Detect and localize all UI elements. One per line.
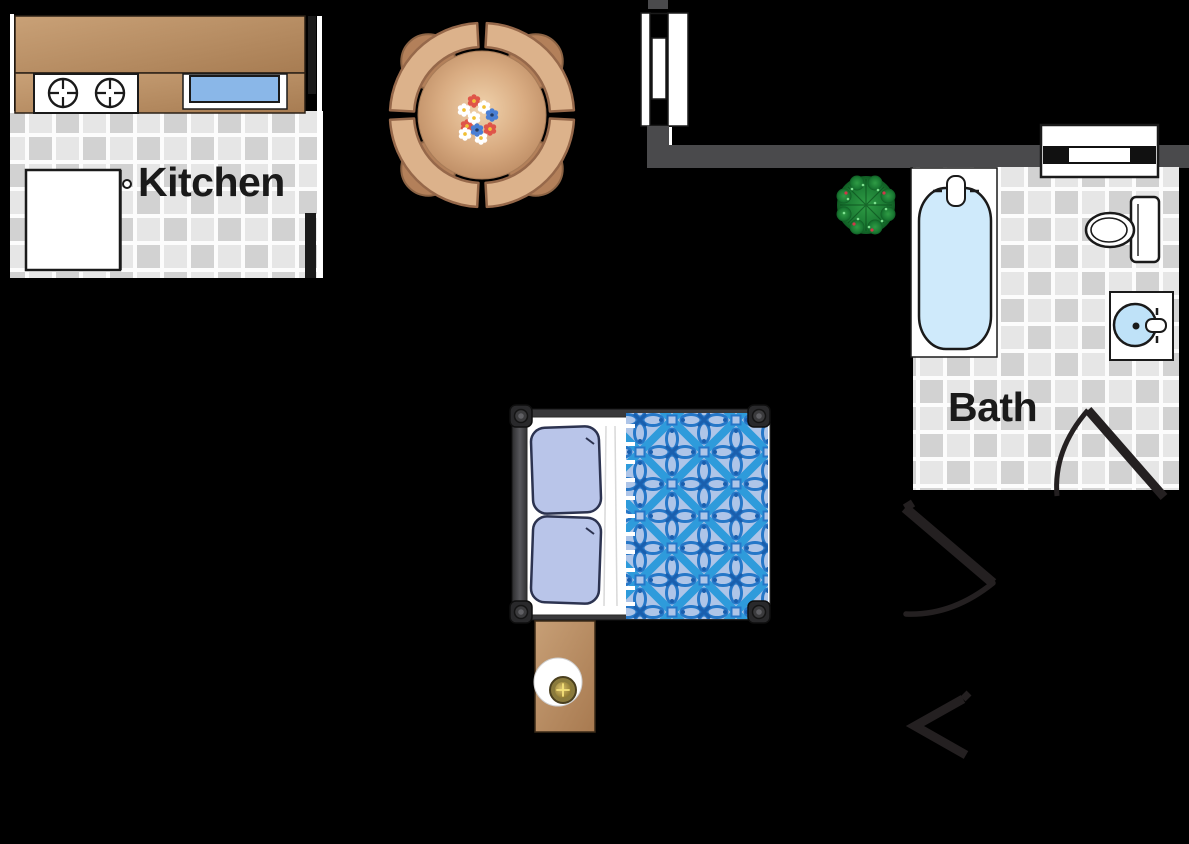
- door-swing-icon[interactable]: [901, 499, 997, 617]
- wall-white-sliver: [669, 127, 672, 145]
- wall-horizontal: [647, 145, 1041, 168]
- kitchen-label: Kitchen: [138, 159, 285, 205]
- potted-plant-icon[interactable]: [836, 175, 896, 235]
- quilt: [626, 413, 768, 619]
- wall-stub-top: [648, 0, 668, 9]
- pillow: [529, 515, 603, 605]
- burner-crosshairs: [49, 79, 124, 107]
- casement-window-icon[interactable]: [640, 12, 689, 127]
- kitchen-wall-upper: [308, 16, 316, 94]
- kitchen-room: Kitchen: [10, 14, 323, 278]
- quilt-fringe: [622, 424, 635, 606]
- round-table-top[interactable]: [417, 50, 547, 180]
- stove-icon[interactable]: [33, 73, 139, 114]
- kitchen-wall-lower: [305, 213, 316, 278]
- door-knob-icon: [549, 676, 577, 704]
- double-bed-icon[interactable]: [509, 404, 771, 624]
- bed-posts: [509, 404, 771, 624]
- bath-window-icon[interactable]: [1039, 123, 1160, 179]
- dining-set[interactable]: [364, 0, 600, 233]
- entry-wall: [640, 0, 1189, 168]
- bath-label: Bath: [948, 384, 1037, 430]
- door-swing-chevron-icon[interactable]: [905, 690, 972, 759]
- bed-headboard: [511, 413, 529, 611]
- fridge-handle: [122, 179, 132, 189]
- kitchen-sink-icon[interactable]: [182, 73, 288, 110]
- panel-door-icon[interactable]: [533, 620, 596, 733]
- bath-sink-icon[interactable]: [1109, 291, 1174, 361]
- tub-faucet: [946, 175, 966, 207]
- pillow: [529, 425, 603, 515]
- flower-bouquet-icon: [457, 94, 499, 145]
- kitchen-counter-top: [14, 15, 306, 74]
- toilet-icon[interactable]: [1084, 195, 1161, 264]
- bath-door-swing-icon[interactable]: [1054, 407, 1168, 500]
- kitchen-right-wall-edge: [317, 16, 322, 278]
- bathtub-icon[interactable]: [910, 167, 998, 358]
- kitchen-left-wall-edge: [10, 14, 14, 113]
- bath-room: Bath: [910, 123, 1179, 500]
- refrigerator-icon[interactable]: [24, 168, 132, 272]
- wall-stub-right: [1158, 145, 1189, 168]
- basin-faucet: [1145, 318, 1167, 333]
